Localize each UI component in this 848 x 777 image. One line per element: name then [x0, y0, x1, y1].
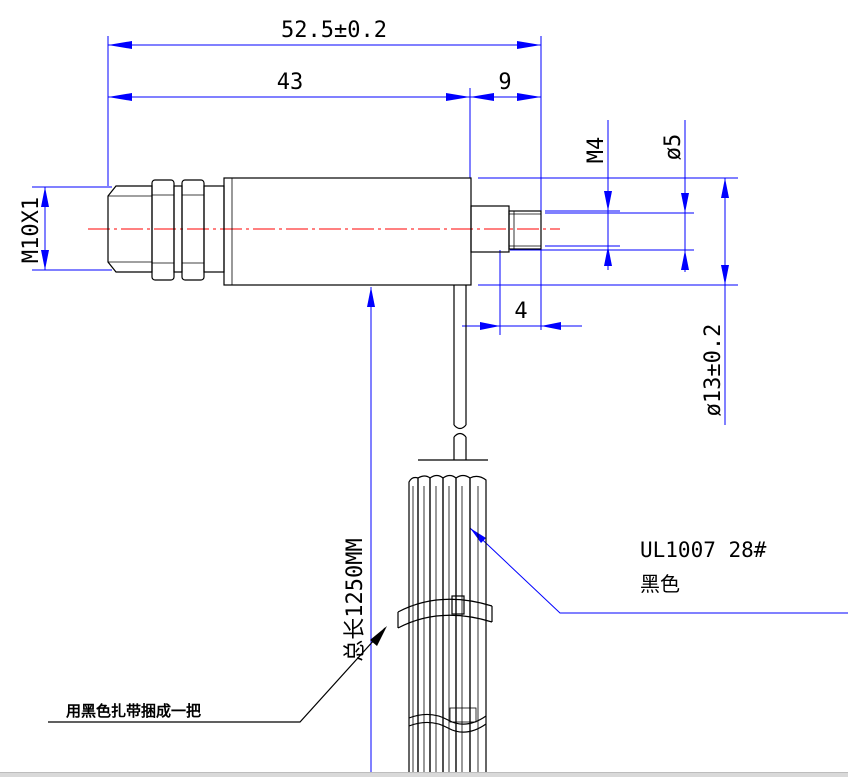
dimension-lines: 52.5±0.2 43 9 M10X1: [19, 18, 848, 772]
sensor-body: [223, 177, 472, 286]
dim-total-length-label: 总长1250MM: [343, 538, 368, 661]
wire-color-note: 黑色: [640, 572, 680, 596]
hex-nut-2: [181, 179, 205, 281]
bottom-scrollbar-edge: [0, 772, 848, 777]
dim-thread-label: M10X1: [19, 197, 44, 263]
dim-body-length-label: 43: [277, 70, 304, 95]
dim-body-diameter-label: ø13±0.2: [701, 324, 726, 417]
dim-shaft-thread: M4: [545, 120, 620, 270]
leader-tie-note: [48, 626, 387, 723]
sensor-part: [48, 177, 542, 772]
dim-overall-length: 52.5±0.2: [108, 18, 541, 49]
hex-nut-1: [151, 179, 175, 281]
dim-shaft-length-label: 9: [498, 70, 511, 95]
tie-instruction-note: 用黑色扎带捆成一把: [66, 702, 201, 720]
dim-total-length: 总长1250MM: [343, 287, 375, 772]
dim-thread: M10X1: [19, 186, 112, 271]
wire-bundle: [408, 474, 487, 772]
dim-body-diameter: ø13±0.2: [478, 177, 738, 425]
dim-shaft-thread-label: M4: [584, 137, 609, 164]
cable: [418, 285, 488, 461]
dim-shaft-length: 9: [470, 70, 541, 101]
dim-shaft-diameter-label: ø5: [661, 134, 686, 161]
dim-shaft-step-label: 4: [514, 299, 527, 324]
cable-tie: [397, 595, 493, 629]
wire-spec-note: UL1007 28#: [640, 538, 767, 562]
sensor-shaft: [470, 205, 542, 253]
dim-shaft-step: 4: [462, 250, 582, 335]
dim-overall-length-label: 52.5±0.2: [281, 18, 387, 43]
dim-shaft-diameter: ø5: [510, 120, 694, 272]
dim-body-length: 43: [108, 70, 470, 101]
